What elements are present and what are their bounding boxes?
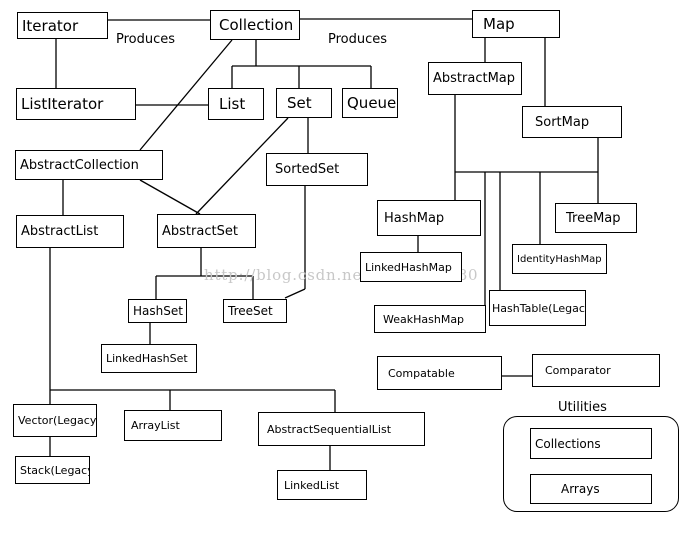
node-tree-map: TreeMap: [555, 203, 637, 233]
node-sort-map: SortMap: [522, 106, 622, 138]
node-tree-set: TreeSet: [223, 299, 287, 323]
node-collection: Collection: [210, 10, 300, 40]
node-abstract-sequential-list: AbstractSequentialList: [258, 412, 425, 446]
node-linked-list: LinkedList: [277, 470, 367, 500]
node-linked-hash-map: LinkedHashMap: [360, 252, 462, 282]
node-set: Set: [276, 88, 332, 118]
node-map: Map: [472, 10, 560, 38]
node-array-list: ArrayList: [124, 410, 222, 441]
node-abstract-set: AbstractSet: [157, 214, 256, 248]
node-weak-hash-map: WeakHashMap: [374, 305, 486, 333]
node-arrays: Arrays: [530, 474, 652, 504]
node-hash-table: HashTable(Legacy): [489, 290, 586, 326]
node-hash-set: HashSet: [128, 299, 187, 323]
connector-collection-abstractcollection: [139, 39, 233, 151]
connector-set-abstractset: [195, 117, 289, 215]
node-queue: Queue: [342, 88, 398, 118]
utilities-group: [503, 416, 679, 512]
node-identity-hash-map: IdentityHashMap: [512, 244, 607, 274]
produces-label-left: Produces: [116, 32, 176, 47]
node-comparator: Comparator: [532, 354, 660, 387]
node-list: List: [208, 88, 264, 120]
node-stack: Stack(Legacy): [15, 456, 90, 484]
produces-label-right: Produces: [328, 32, 388, 47]
node-collections: Collections: [530, 428, 652, 459]
node-abstract-collection: AbstractCollection: [15, 150, 163, 180]
node-sorted-set: SortedSet: [266, 153, 368, 186]
node-hash-map: HashMap: [377, 200, 481, 236]
connector-abstractcollection-abstractset: [139, 179, 201, 215]
node-list-iterator: ListIterator: [16, 88, 136, 120]
connector-sortedset-treeset-d: [284, 288, 306, 299]
node-abstract-map: AbstractMap: [428, 62, 522, 95]
node-compatable: Compatable: [377, 356, 502, 390]
node-vector: Vector(Legacy): [13, 404, 97, 437]
utilities-label: Utilities: [558, 400, 607, 415]
node-abstract-list: AbstractList: [16, 215, 124, 248]
node-linked-hash-set: LinkedHashSet: [101, 344, 197, 373]
node-iterator: Iterator: [17, 12, 108, 39]
